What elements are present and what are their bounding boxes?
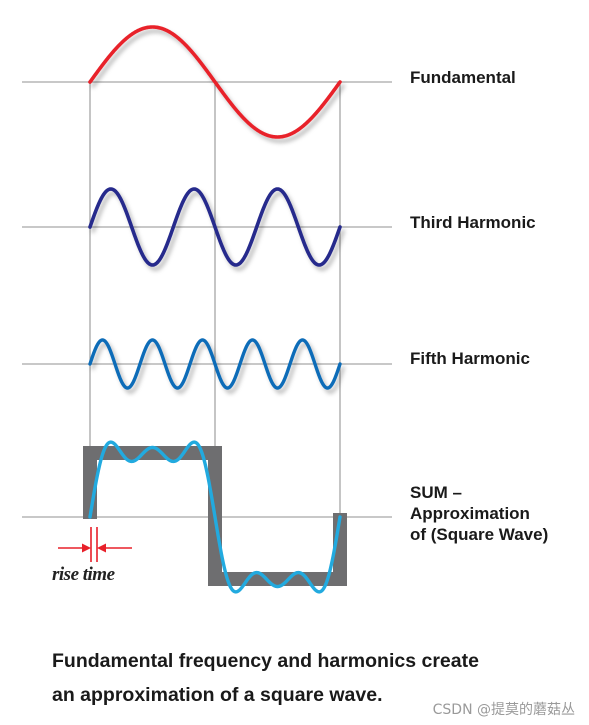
square-wave [83,446,347,586]
label-third-harmonic: Third Harmonic [410,213,536,232]
rise-time-arrow-right-head [97,543,106,553]
label-fundamental: Fundamental [410,68,516,87]
rise-time-arrow-left-head [82,543,91,553]
label-sum: SUM – Approximation of (Square Wave) [410,482,548,545]
label-sum-line1: SUM – [410,483,462,502]
figure-caption: Fundamental frequency and harmonics crea… [52,644,582,712]
fifth-harmonic-wave [88,338,342,390]
caption-line1: Fundamental frequency and harmonics crea… [52,650,479,672]
caption-line2: an approximation of a square wave. [52,684,383,706]
watermark: CSDN @提莫的蘑菇丛 [432,702,575,718]
label-sum-line3: of (Square Wave) [410,525,549,544]
label-sum-line2: Approximation [410,504,530,523]
fundamental-wave [88,25,342,139]
rise-time-marker [58,527,132,562]
sum-wave [88,440,342,594]
third-harmonic-wave [88,187,342,267]
label-rise-time: rise time [52,564,115,585]
label-fifth-harmonic: Fifth Harmonic [410,349,530,368]
square-wave-bottom-bar [208,572,347,586]
